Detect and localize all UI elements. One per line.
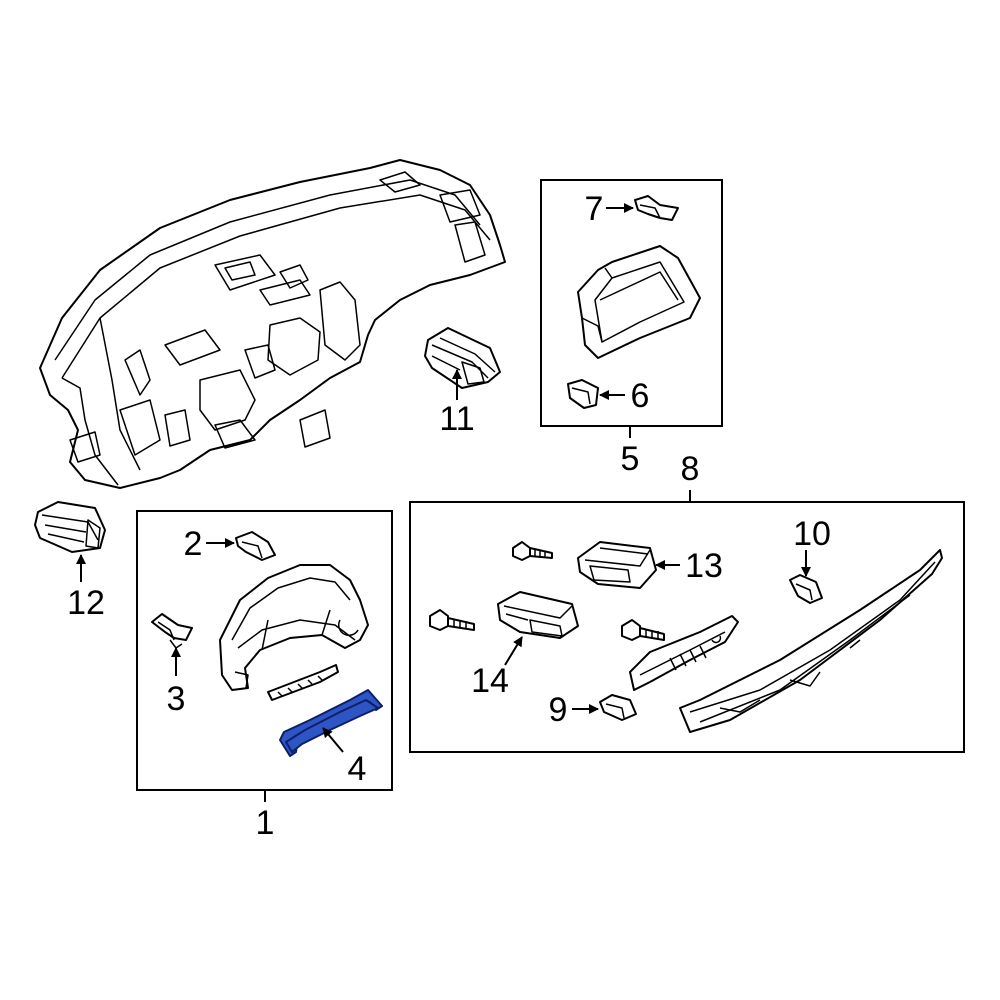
callout-7: 7 — [585, 190, 604, 228]
part-1-instrument-cluster-bezel — [219, 564, 369, 691]
dashboard-frame — [39, 159, 506, 489]
leader-14 — [504, 636, 523, 666]
part-1-trim-strip — [267, 664, 339, 701]
part-13-air-vent — [577, 541, 657, 589]
part-8-long-trim — [679, 549, 943, 733]
group-box-5 — [540, 179, 723, 427]
callout-6: 6 — [631, 377, 650, 415]
callout-8: 8 — [681, 450, 700, 488]
part-5-display-bezel — [577, 245, 701, 359]
part-8-center-trim — [629, 615, 739, 691]
screw-middle — [621, 619, 665, 641]
part-10-clip — [789, 574, 823, 604]
leader-4 — [322, 727, 344, 753]
callout-5: 5 — [621, 440, 640, 478]
group-box-8 — [409, 501, 965, 753]
callout-4: 4 — [348, 750, 367, 788]
callout-2: 2 — [184, 525, 203, 563]
part-2-clip — [235, 531, 276, 561]
screw-left — [429, 609, 475, 631]
callout-13: 13 — [685, 547, 723, 585]
screw-upper — [512, 541, 553, 561]
callout-1: 1 — [256, 804, 275, 842]
callout-11: 11 — [439, 400, 474, 438]
callout-3: 3 — [167, 680, 186, 718]
part-4-highlighted-trim — [279, 689, 383, 757]
callout-10: 10 — [793, 515, 831, 553]
callout-14: 14 — [471, 662, 509, 700]
callout-9: 9 — [549, 691, 568, 729]
callout-12: 12 — [67, 584, 105, 622]
part-9-clip — [599, 694, 637, 721]
part-11-air-vent — [424, 327, 501, 389]
part-6-clip — [567, 379, 599, 409]
part-12-side-air-vent — [34, 501, 106, 553]
part-3-clip — [151, 613, 193, 649]
part-7-clip — [634, 195, 679, 221]
part-14-air-vent — [497, 591, 579, 639]
